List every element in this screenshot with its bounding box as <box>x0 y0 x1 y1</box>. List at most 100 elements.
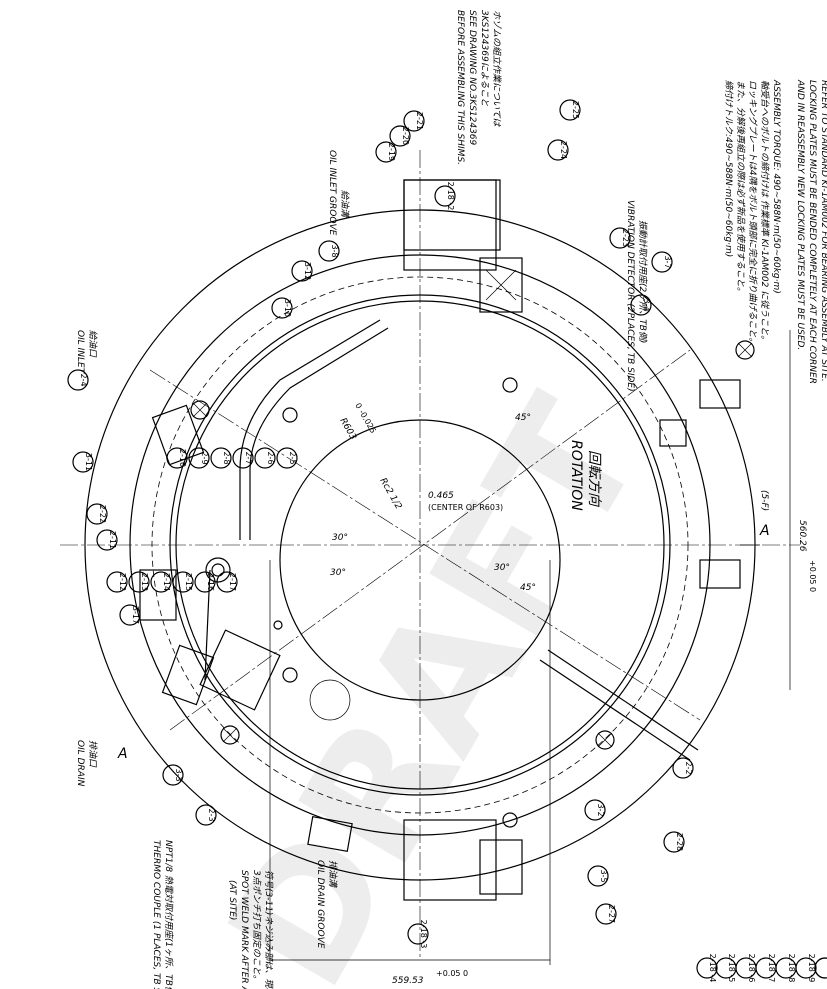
right-boss-1 <box>699 379 741 409</box>
svg-text:30°: 30° <box>330 568 346 578</box>
svg-text:BEFORE ASSEMBLING THIS SHIMS.: BEFORE ASSEMBLING THIS SHIMS. <box>455 10 465 165</box>
callout-bubble: 2-11 <box>96 529 118 551</box>
svg-text:締付けトルク:490~588N·m(50~60kg·m): 締付けトルク:490~588N·m(50~60kg·m) <box>723 80 734 257</box>
callout-bubble: 3-7 <box>651 251 673 273</box>
bubble-circle <box>795 957 817 979</box>
bubble-circle <box>67 369 89 391</box>
top-bolt-head <box>479 257 523 313</box>
drain-groove-block <box>307 816 353 852</box>
notes-top-right: REFER TO STANDARD KI-1AM002 FOR BEARING … <box>723 79 827 384</box>
bubble-circle <box>609 227 631 249</box>
bubble-label: 2-24 <box>559 141 568 159</box>
svg-text:給油溝: 給油溝 <box>339 190 350 219</box>
callout-bubble: 2-7 <box>232 447 254 469</box>
callout-bubble: 2-17 <box>216 571 238 593</box>
svg-text:R603: R603 <box>337 417 358 443</box>
svg-text:+0.05 0: +0.05 0 <box>436 969 468 978</box>
oil-pipe-1 <box>239 319 381 540</box>
svg-text:559.53: 559.53 <box>392 976 424 986</box>
bubble-label: 3-8 <box>330 244 339 257</box>
svg-text:45°: 45° <box>520 583 536 593</box>
svg-text:排油溝: 排油溝 <box>327 860 338 889</box>
mounting-holes <box>190 340 755 828</box>
bubble-label: 2-18 -2 <box>446 182 455 211</box>
callout-bubble: 2-18 -6 <box>735 954 757 983</box>
bubble-label: 2-18 -3 <box>419 920 428 949</box>
callout-bubble: 2-13 <box>128 571 150 593</box>
callout-bubble: 2-21 <box>403 110 425 132</box>
callout-bubble: 2-9 <box>188 447 210 469</box>
bubble-label: 2-6 <box>266 451 275 464</box>
bubble-circle <box>210 447 232 469</box>
bubble-circle <box>651 251 673 273</box>
svg-text:560.26: 560.26 <box>797 520 807 552</box>
svg-text:また、分解後再組立の際は必ず新品を使用すること。: また、分解後再組立の際は必ず新品を使用すること。 <box>735 80 746 296</box>
callout-bubble: 2-18 -4 <box>696 954 718 982</box>
bubble-circle <box>162 764 184 786</box>
bubble-label: 2-18 -9 <box>807 954 816 983</box>
bubble-label: 3-3 <box>174 768 183 781</box>
bubble-label: 2-17 <box>228 573 237 591</box>
callout-bubble: 3-8 <box>318 240 340 262</box>
svg-text:0.465: 0.465 <box>428 491 454 501</box>
callout-bubble: 3-5 <box>587 865 609 887</box>
bubble-label: 2-7 <box>244 451 253 464</box>
bubble-circle <box>559 99 581 121</box>
svg-text:ホゾムの組立作業については: ホゾムの組立作業については <box>491 10 502 128</box>
callout-bubble: 2-18 -5 <box>715 954 737 982</box>
callout-bubble: 2-20 <box>389 125 411 147</box>
top-block <box>403 179 497 271</box>
bubble-circle <box>216 571 238 593</box>
callout-bubble: 3-4 <box>630 294 652 316</box>
bottom-block <box>403 819 497 901</box>
svg-text:ロッキングプレートは4隅をボルト頭部に完全に折り曲げること。: ロッキングプレートは4隅をボルト頭部に完全に折り曲げること。 <box>747 80 758 346</box>
bubble-label: 3-11 <box>84 453 93 471</box>
bubble-circle <box>276 447 298 469</box>
callout-bubble: 2-3 <box>195 804 217 826</box>
bubble-circle <box>166 447 188 469</box>
callout-bubble: 2-18 -3 <box>407 920 429 949</box>
callout-bubble: 2-12 <box>106 571 128 593</box>
svg-text:A: A <box>117 746 128 762</box>
bubble-label: 2-25 <box>571 101 580 119</box>
bubble-circle <box>119 604 141 626</box>
bubble-circle <box>318 240 340 262</box>
svg-text:OIL DRAIN GROOVE: OIL DRAIN GROOVE <box>315 860 325 949</box>
svg-text:3KS124369によること: 3KS124369によること <box>479 10 490 106</box>
svg-text:回転方向: 回転方向 <box>586 450 602 508</box>
bubble-circle <box>547 139 569 161</box>
svg-text:(AT SITE): (AT SITE) <box>227 880 237 920</box>
callout-bubble: 2-18 -7 <box>755 954 777 982</box>
svg-text:軸受台へのボルトの締付けは 作業標準 KI-1AM002 に: 軸受台へのボルトの締付けは 作業標準 KI-1AM002 に従うこと。 <box>759 80 770 344</box>
svg-text:OIL INLET: OIL INLET <box>75 330 85 375</box>
callout-bubble: 2-28 <box>663 831 685 853</box>
bubble-circle <box>630 294 652 316</box>
bubble-label: 2-4 <box>79 373 88 386</box>
oil-pipe-2 <box>539 659 691 761</box>
left-pad-3 <box>161 644 215 706</box>
bubble-circle <box>86 503 108 525</box>
diag-centerline-2 <box>169 349 691 731</box>
bubble-circle <box>291 260 313 282</box>
svg-text:+0.05 0: +0.05 0 <box>808 560 817 592</box>
right-boss-3 <box>659 419 687 447</box>
bubble-label: 2-18 -6 <box>747 954 756 983</box>
svg-text:REFER TO STANDARD KI-1AM002 FO: REFER TO STANDARD KI-1AM002 FOR BEARING … <box>819 80 827 382</box>
bubble-label: 2-12 <box>118 573 127 591</box>
callout-bubble: 2-25 <box>559 99 581 121</box>
callout-bubble: 2-14 <box>150 571 172 593</box>
callout-bubble: 3-12 <box>291 260 313 282</box>
svg-text:給油口: 給油口 <box>87 330 98 358</box>
callout-bubble: 3-11 <box>72 451 94 473</box>
bubble-label: 3-17 <box>131 606 140 624</box>
callout-bubble: 2-4 <box>67 369 89 391</box>
bubble-circle <box>72 451 94 473</box>
bubble-label: 2-14 <box>162 573 171 591</box>
svg-text:Rc2 1/2: Rc2 1/2 <box>377 477 403 512</box>
bubble-label: 2-5 <box>288 451 297 464</box>
bubble-circle <box>595 903 617 925</box>
bubble-circle <box>375 141 397 163</box>
callout-bubble: 2-18 -2 <box>434 182 456 211</box>
bubble-label: 2-9 <box>200 451 209 464</box>
